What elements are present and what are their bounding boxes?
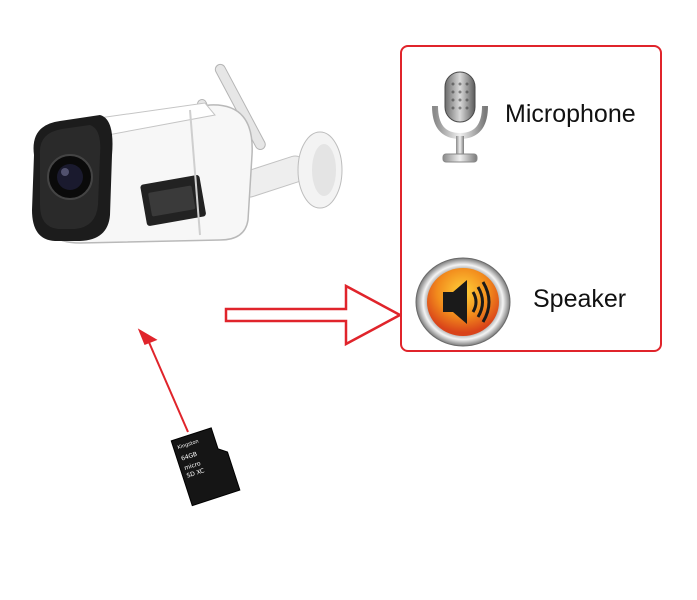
speaker-icon	[415, 257, 511, 347]
microphone-icon	[432, 71, 488, 163]
svg-text:micro: micro	[183, 460, 201, 472]
microphone-label: Microphone	[505, 100, 636, 128]
right-arrow-icon	[224, 283, 403, 347]
up-arrow-icon	[137, 328, 189, 433]
microsd-card-icon: Kingston 64GB micro SD XC	[170, 427, 241, 507]
card-capacity-text: 64GB	[180, 451, 198, 463]
security-camera-image	[32, 63, 343, 244]
speaker-label: Speaker	[533, 285, 627, 313]
